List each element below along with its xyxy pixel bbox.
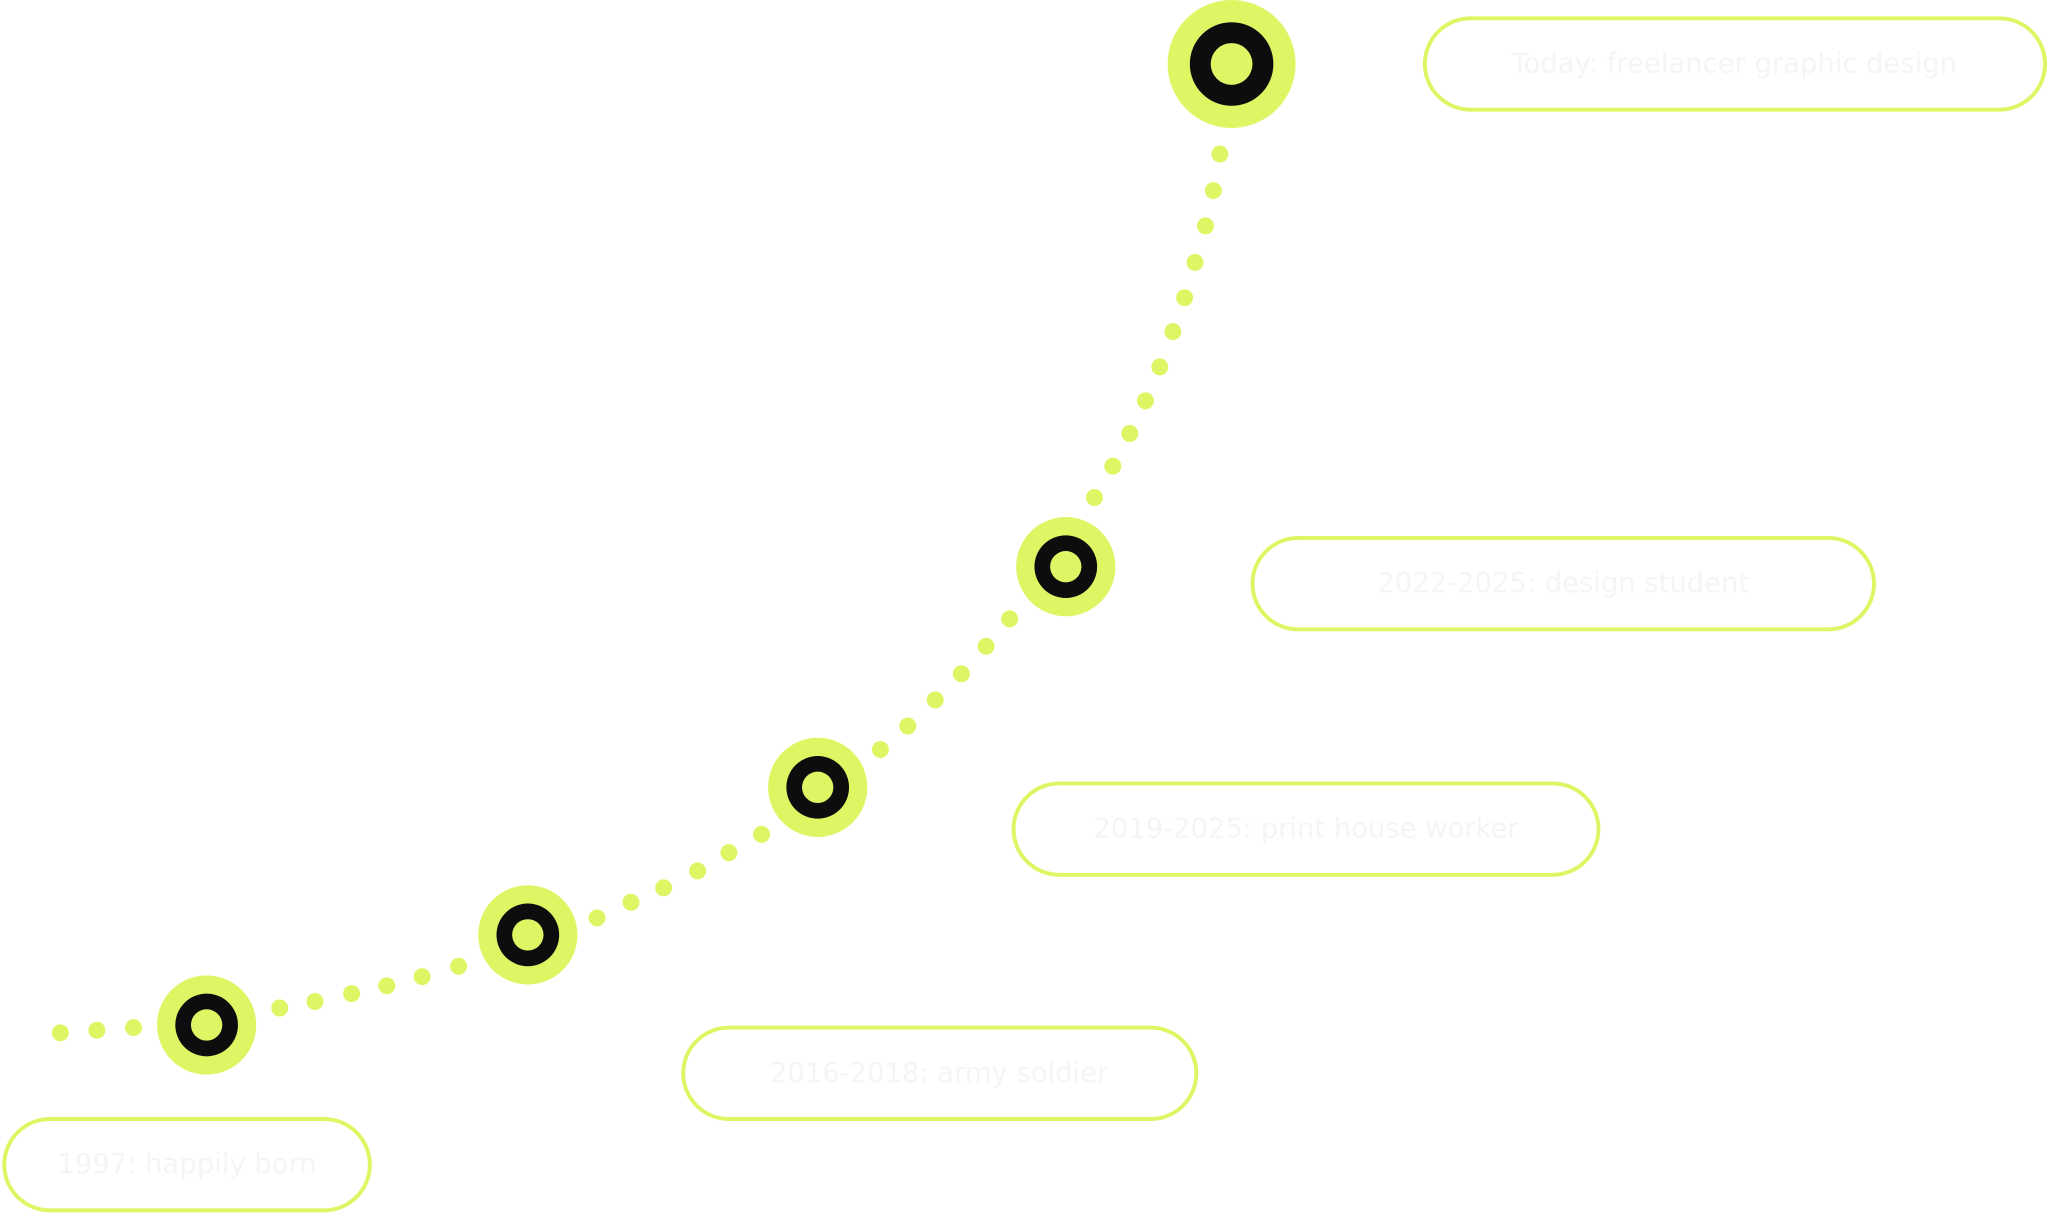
- path-dot: [88, 1021, 106, 1039]
- path-dot: [1204, 182, 1222, 200]
- path-dot: [125, 1019, 142, 1037]
- path-dot: [1164, 323, 1182, 341]
- milestone-node-2019: [768, 737, 868, 837]
- path-dot: [871, 740, 889, 758]
- label-2019-text: 2019-2025: print house worker: [1093, 814, 1519, 845]
- path-dot: [343, 985, 361, 1003]
- path-dot: [1121, 425, 1139, 442]
- milestone-node-2022: [1016, 517, 1116, 617]
- label-1997-text: 1997: happily born: [57, 1149, 316, 1180]
- path-dot: [926, 691, 944, 709]
- label-2016-text: 2016-2018: army soldier: [770, 1058, 1109, 1089]
- path-dot: [1151, 358, 1169, 376]
- path-dot: [655, 879, 673, 897]
- path-dot: [622, 893, 640, 911]
- path-dot: [899, 717, 917, 735]
- path-dot: [413, 968, 431, 986]
- path-dot: [271, 999, 289, 1017]
- dotted-path: [51, 145, 1229, 1042]
- label-2019: 2019-2025: print house worker: [1011, 781, 1601, 877]
- label-2022-text: 2022-2025: design student: [1377, 568, 1749, 599]
- path-dot: [51, 1024, 69, 1042]
- milestone-node-1997: [157, 975, 257, 1075]
- path-dot: [952, 665, 970, 683]
- milestone-node-today: [1167, 0, 1296, 128]
- path-dot: [1086, 488, 1103, 506]
- path-dot: [1197, 217, 1214, 235]
- path-dot: [689, 862, 707, 880]
- path-dot: [720, 844, 738, 862]
- path-dot: [306, 992, 324, 1010]
- label-today-text: Today: freelancer graphic design: [1511, 48, 1957, 79]
- path-dot: [1211, 145, 1229, 163]
- label-today: Today: freelancer graphic design: [1422, 16, 2048, 112]
- path-dot: [1136, 392, 1154, 410]
- path-dot: [378, 977, 396, 995]
- path-dot: [1104, 457, 1122, 475]
- path-dot: [753, 825, 771, 843]
- path-dot: [1176, 289, 1194, 307]
- path-dot: [1001, 610, 1019, 628]
- label-2022: 2022-2025: design student: [1250, 535, 1876, 632]
- path-dot: [1186, 253, 1204, 271]
- label-2016: 2016-2018: army soldier: [681, 1025, 1199, 1121]
- path-dot: [977, 637, 995, 655]
- path-dot: [588, 909, 606, 927]
- milestone-node-2016: [478, 885, 578, 985]
- label-1997: 1997: happily born: [2, 1117, 372, 1213]
- path-dot: [450, 957, 468, 975]
